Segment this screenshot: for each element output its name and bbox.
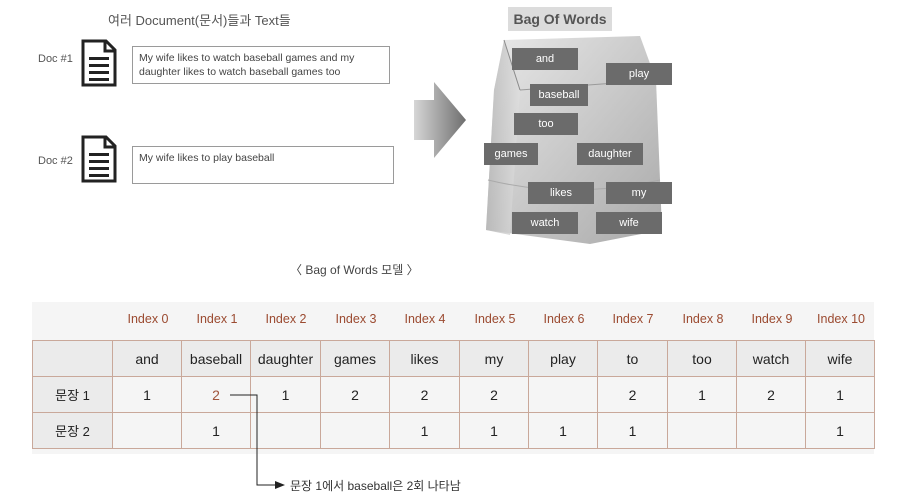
document-icon <box>81 39 117 87</box>
word-chip: likes <box>528 182 594 204</box>
row-label: 문장 2 <box>32 412 113 449</box>
table-row: 문장 2 1 1 1 1 1 1 <box>32 412 875 449</box>
index-label: Index 8 <box>682 312 724 326</box>
word-chip: too <box>514 113 578 135</box>
callout-note: 문장 1에서 baseball은 2회 나타남 <box>290 479 461 493</box>
vocab-cell: likes <box>389 340 460 377</box>
bag-title: Bag Of Words <box>508 7 612 31</box>
count-cell-highlighted: 2 <box>181 376 251 413</box>
count-cell: 1 <box>459 412 529 449</box>
count-cell: 2 <box>597 376 668 413</box>
documents-header: 여러 Document(문서)들과 Text들 <box>108 13 291 28</box>
index-label: Index 7 <box>612 312 654 326</box>
count-cell <box>250 412 321 449</box>
vocab-cell: too <box>667 340 737 377</box>
doc2-label: Doc #2 <box>38 155 73 167</box>
index-label: Index 1 <box>196 312 238 326</box>
count-cell: 1 <box>805 376 875 413</box>
vocab-header-row: and baseball daughter games likes my pla… <box>32 340 875 377</box>
diagram-caption: 〈 Bag of Words 모델 〉 <box>290 263 419 277</box>
vocab-cell: wife <box>805 340 875 377</box>
word-chip: baseball <box>530 84 588 106</box>
count-cell: 2 <box>389 376 460 413</box>
count-cell: 1 <box>528 412 598 449</box>
doc1-text-box: My wife likes to watch baseball games an… <box>132 46 390 84</box>
table-row: 문장 1 1 2 1 2 2 2 2 1 2 1 <box>32 376 875 413</box>
count-cell: 1 <box>805 412 875 449</box>
index-label: Index 10 <box>817 312 865 326</box>
word-chip: games <box>484 143 538 165</box>
count-cell <box>112 412 182 449</box>
doc1-label: Doc #1 <box>38 53 73 65</box>
count-cell: 1 <box>112 376 182 413</box>
count-cell: 1 <box>250 376 321 413</box>
index-label: Index 0 <box>127 312 169 326</box>
vocab-cell: daughter <box>250 340 321 377</box>
word-chip: watch <box>512 212 578 234</box>
count-cell: 1 <box>389 412 460 449</box>
arrow-right-icon <box>414 82 466 158</box>
word-chip: and <box>512 48 578 70</box>
count-cell <box>528 376 598 413</box>
vocab-cell: baseball <box>181 340 251 377</box>
count-cell <box>667 412 737 449</box>
index-label: Index 3 <box>335 312 377 326</box>
vocab-cell: my <box>459 340 529 377</box>
table-corner-cell <box>32 340 113 377</box>
row-label: 문장 1 <box>32 376 113 413</box>
word-chip: wife <box>596 212 662 234</box>
word-chip: play <box>606 63 672 85</box>
count-cell: 1 <box>667 376 737 413</box>
document-icon <box>81 135 117 183</box>
count-cell: 1 <box>181 412 251 449</box>
word-chip: daughter <box>577 143 643 165</box>
count-cell: 1 <box>597 412 668 449</box>
index-label: Index 4 <box>404 312 446 326</box>
index-label: Index 5 <box>474 312 516 326</box>
vocab-cell: watch <box>736 340 806 377</box>
doc2-text-box: My wife likes to play baseball <box>132 146 394 184</box>
count-cell: 2 <box>459 376 529 413</box>
index-label: Index 9 <box>751 312 793 326</box>
count-cell <box>320 412 390 449</box>
vocab-cell: play <box>528 340 598 377</box>
index-label: Index 2 <box>265 312 307 326</box>
index-label: Index 6 <box>543 312 585 326</box>
vocab-cell: games <box>320 340 390 377</box>
bag-of-words-table: and baseball daughter games likes my pla… <box>32 340 875 449</box>
word-chip: my <box>606 182 672 204</box>
